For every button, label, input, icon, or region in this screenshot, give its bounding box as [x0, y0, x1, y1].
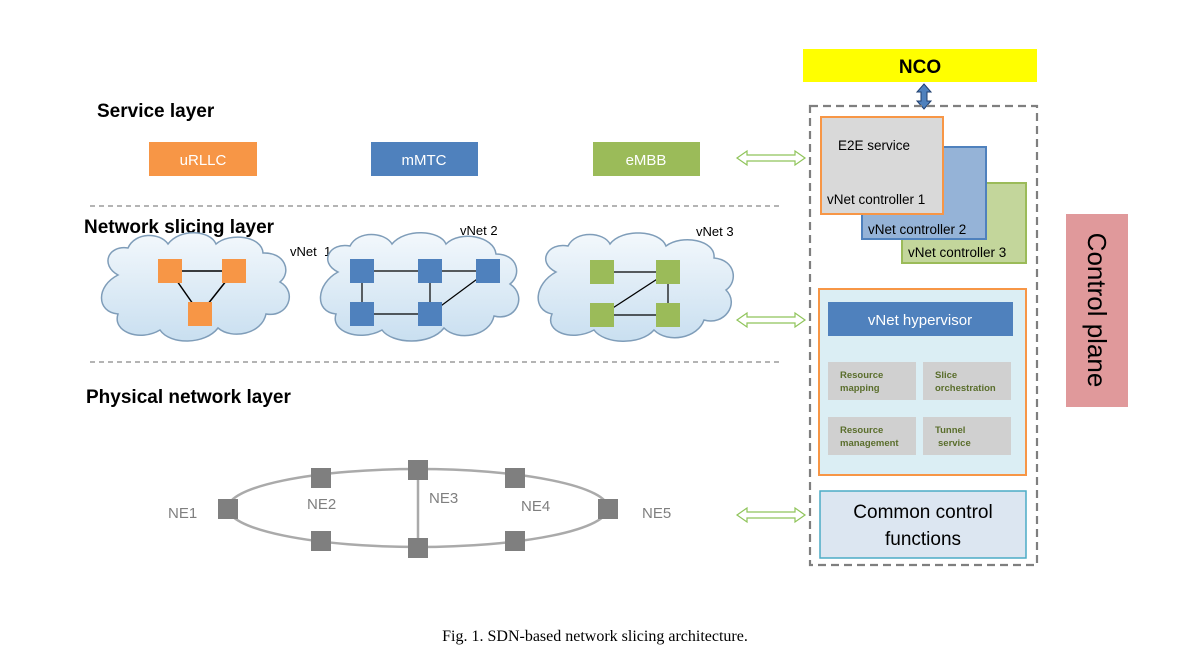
service-embb: eMBB: [593, 142, 700, 176]
function-label: Slice: [935, 370, 957, 381]
common-control-functions: Common control functions: [819, 490, 1027, 559]
physical-node: [598, 499, 618, 519]
vnet2-node: [350, 302, 374, 326]
vnet1-cloud: vNet 1: [100, 232, 331, 342]
function-label: management: [840, 438, 899, 449]
physical-node: [218, 499, 238, 519]
vnet1-label: vNet 1: [290, 244, 331, 259]
physical-node: [408, 460, 428, 480]
service-urllc: uRLLC: [149, 142, 257, 176]
vnet1-node: [222, 259, 246, 283]
controller-3-label: vNet controller 3: [908, 245, 1006, 260]
ne5-label: NE5: [642, 505, 671, 522]
physical-node: [408, 538, 428, 558]
physical-network: NE1 NE2 NE3 NE4 NE5: [168, 460, 671, 558]
ne1-label: NE1: [168, 505, 197, 522]
hypervisor-title-box: [828, 302, 1013, 336]
vnet2-node: [476, 259, 500, 283]
vnet3-label: vNet 3: [696, 224, 734, 239]
physical-node: [311, 531, 331, 551]
service-mmtc-label: mMTC: [402, 152, 447, 169]
common-control-label: functions: [885, 529, 961, 550]
function-label: Tunnel: [935, 425, 965, 436]
function-slice-orchestration: [923, 362, 1011, 400]
physical-node: [311, 468, 331, 488]
vnet3-node: [656, 303, 680, 327]
double-arrow-physical: [735, 506, 807, 524]
vnet3-node: [656, 260, 680, 284]
function-label: Resource: [840, 425, 883, 436]
figure-caption: Fig. 1. SDN-based network slicing archit…: [442, 628, 748, 645]
nco-box: [803, 49, 1037, 82]
controller-2-label: vNet controller 2: [868, 222, 966, 237]
function-label: service: [938, 438, 971, 449]
service-embb-label: eMBB: [626, 152, 667, 169]
vnet1-node: [188, 302, 212, 326]
double-arrow-service: [735, 149, 807, 167]
service-mmtc: mMTC: [371, 142, 478, 176]
physical-node: [505, 531, 525, 551]
function-label: mapping: [840, 383, 880, 394]
control-plane-container: [808, 104, 1039, 567]
vnet2-node: [418, 302, 442, 326]
service-layer-title: Service layer: [97, 101, 215, 122]
common-control-label: Common control: [853, 502, 992, 523]
physical-layer-title: Physical network layer: [86, 387, 291, 408]
function-resource-management: [828, 417, 916, 455]
control-plane-label: Control plane: [1082, 233, 1112, 388]
nco-label: NCO: [899, 57, 941, 78]
vnet2-node: [350, 259, 374, 283]
service-urllc-label: uRLLC: [180, 152, 227, 169]
controller-1-label: vNet controller 1: [827, 192, 925, 207]
double-arrow-slicing: [735, 311, 807, 329]
function-resource-mapping: [828, 362, 916, 400]
ne4-label: NE4: [521, 498, 550, 515]
function-label: Resource: [840, 370, 883, 381]
e2e-service-label: E2E service: [838, 138, 910, 153]
hypervisor-panel: vNet hypervisor Resource mapping Slice o…: [818, 288, 1027, 476]
function-tunnel-service: [923, 417, 1011, 455]
ne2-label: NE2: [307, 496, 336, 513]
control-plane-box: [1066, 214, 1128, 407]
vnet2-label: vNet 2: [460, 223, 498, 238]
vnet3-node: [590, 303, 614, 327]
slicing-layer-title: Network slicing layer: [84, 217, 275, 238]
vnet2-node: [418, 259, 442, 283]
physical-node: [505, 468, 525, 488]
vnet1-node: [158, 259, 182, 283]
nco-double-arrow: [915, 83, 933, 110]
vnet2-cloud: vNet 2: [319, 223, 520, 342]
controller-1: E2E service vNet controller 1: [820, 116, 944, 215]
vnet3-node: [590, 260, 614, 284]
vnet3-cloud: vNet 3: [537, 224, 735, 342]
hypervisor-title: vNet hypervisor: [868, 312, 972, 329]
function-label: orchestration: [935, 383, 996, 394]
ne3-label: NE3: [429, 490, 458, 507]
